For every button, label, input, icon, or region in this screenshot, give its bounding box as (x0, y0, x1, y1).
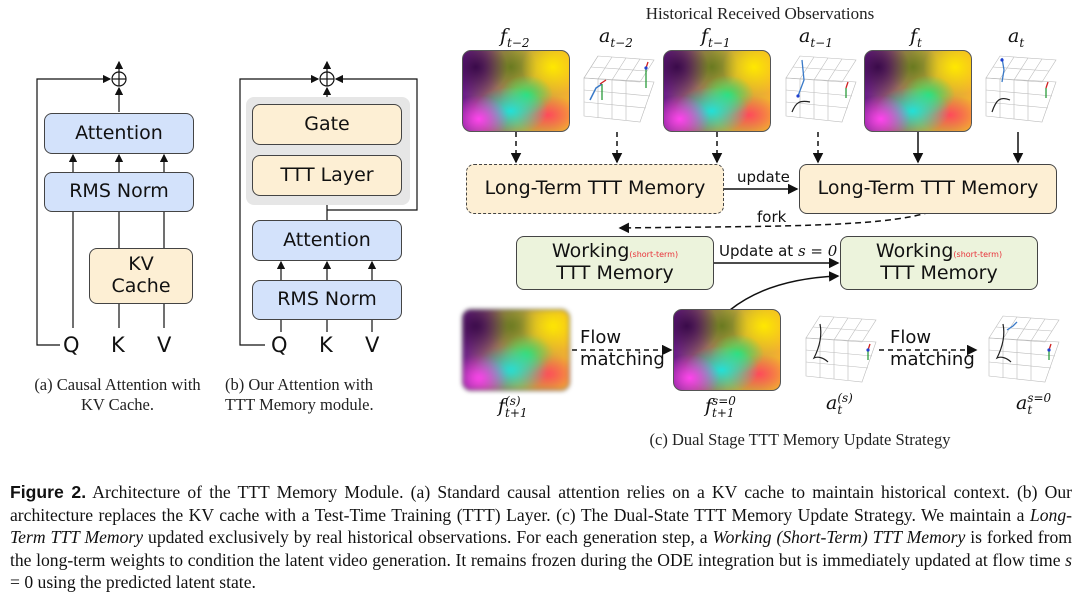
obs-label-a-t-minus-2: at−2 (599, 25, 633, 50)
panel-b-k-label: K (319, 333, 333, 357)
panel-b-caption-line2: TTT Memory module. (225, 394, 374, 414)
kv-cache-label-line2: Cache (111, 275, 171, 297)
panel-b-caption: (b) Our Attention with TTT Memory module… (225, 375, 425, 415)
flow-matching-label-actions: Flow matching (890, 327, 975, 370)
attention-label: Attention (75, 121, 163, 144)
caption-math-s: s (1065, 549, 1072, 570)
denoised-latent-frame (673, 309, 781, 391)
working-memory-old: Working(short-term) TTT Memory (516, 236, 714, 290)
working-memory-old-title: Working(short-term) (551, 240, 679, 263)
rms-norm-label: RMS Norm (277, 288, 377, 311)
panel-a-kv-cache-block: KV Cache (89, 248, 193, 304)
panel-a-rms-norm-block: RMS Norm (44, 172, 194, 212)
figure-label: Figure 2. (10, 482, 87, 502)
long-term-memory-old: Long-Term TTT Memory (466, 164, 724, 214)
panel-b-q-label: Q (271, 333, 288, 357)
obs-label-a-t: at (1008, 25, 1025, 50)
panel-a-caption: (a) Causal Attention with KV Cache. (10, 375, 225, 415)
caption-text-3: is forked from the long-term weights to … (10, 527, 1072, 570)
long-term-memory-updated-label: Long-Term TTT Memory (817, 177, 1039, 200)
panel-b-v-label: V (365, 333, 380, 357)
obs-label-f-t-minus-2: ft−2 (500, 25, 530, 50)
figure-caption: Figure 2. Architecture of the TTT Memory… (10, 481, 1072, 594)
flow-label-line1: Flow (890, 327, 932, 348)
obs-label-f-t-minus-1: ft−1 (701, 25, 731, 50)
caption-emphasis-working: Working (Short-Term) TTT Memory (712, 527, 966, 547)
panel-b-attention-block: Attention (252, 220, 402, 261)
working-memory-old-subtitle: TTT Memory (556, 262, 674, 284)
panel-c-caption: (c) Dual Stage TTT Memory Update Strateg… (649, 430, 951, 449)
panel-b-ttt-layer-block: TTT Layer (252, 155, 402, 196)
long-term-memory-updated: Long-Term TTT Memory (799, 164, 1057, 214)
gate-label: Gate (304, 112, 350, 135)
latent-frame-t-minus-2 (462, 50, 570, 132)
panel-c-connectors (510, 132, 1024, 356)
caption-text-4: = 0 using the predicted latent state. (10, 572, 256, 592)
action-plot-t (985, 55, 1057, 123)
working-memory-updated-subtitle: TTT Memory (880, 262, 998, 284)
caption-text-2: updated exclusively by real historical o… (143, 527, 713, 547)
action-plot-clean (988, 315, 1060, 383)
action-plot-t-minus-1 (785, 55, 857, 123)
noisy-frame-label: f(s)t+1 (498, 394, 528, 420)
update-at-s0-label: Update at s = 0 (719, 242, 838, 260)
historical-observations-title: Historical Received Observations (645, 4, 875, 23)
caption-emphasis-long-term: Long-Term TTT Memory (10, 504, 1072, 548)
working-memory-updated: Working(short-term) TTT Memory (840, 236, 1038, 290)
action-plot-t-minus-2 (583, 55, 655, 123)
ttt-layer-label: TTT Layer (280, 163, 374, 186)
update-label: update (737, 168, 790, 186)
short-term-tag: (short-term) (629, 250, 679, 260)
caption-text-1: Architecture of the TTT Memory Module. (… (10, 482, 1072, 525)
panel-a-k-label: K (111, 333, 125, 357)
flow-label-line2: matching (890, 348, 975, 370)
flow-label-line2: matching (580, 348, 665, 370)
kv-cache-label-line1: KV (128, 253, 154, 276)
panel-a-attention-block: Attention (44, 113, 194, 154)
fork-label: fork (757, 208, 787, 226)
long-term-memory-old-label: Long-Term TTT Memory (484, 177, 706, 200)
panel-b-rms-norm-block: RMS Norm (252, 280, 402, 320)
working-memory-updated-title: Working(short-term) (875, 240, 1003, 263)
rms-norm-label: RMS Norm (69, 180, 169, 203)
panel-b-gate-block: Gate (252, 104, 402, 145)
obs-label-a-t-minus-1: at−1 (799, 25, 833, 50)
panel-b-connectors (239, 60, 418, 346)
noisy-latent-frame (462, 309, 570, 391)
flow-label-line1: Flow (580, 327, 622, 348)
panel-a-caption-line1: (a) Causal Attention with (34, 375, 201, 394)
latent-frame-t (864, 50, 972, 132)
panel-a-connectors (36, 60, 169, 346)
action-plot-noisy (805, 315, 877, 383)
obs-label-f-t: ft (910, 25, 922, 50)
flow-matching-label-frames: Flow matching (580, 327, 665, 370)
panel-b-caption-line1: (b) Our Attention with (225, 375, 374, 394)
panel-a-q-label: Q (63, 333, 80, 357)
panel-a-v-label: V (157, 333, 172, 357)
attention-label: Attention (283, 228, 371, 251)
noisy-action-label: a(s)t (826, 391, 853, 417)
panel-a-caption-line2: KV Cache. (80, 394, 154, 414)
latent-frame-t-minus-1 (663, 50, 771, 132)
short-term-tag: (short-term) (953, 250, 1003, 260)
